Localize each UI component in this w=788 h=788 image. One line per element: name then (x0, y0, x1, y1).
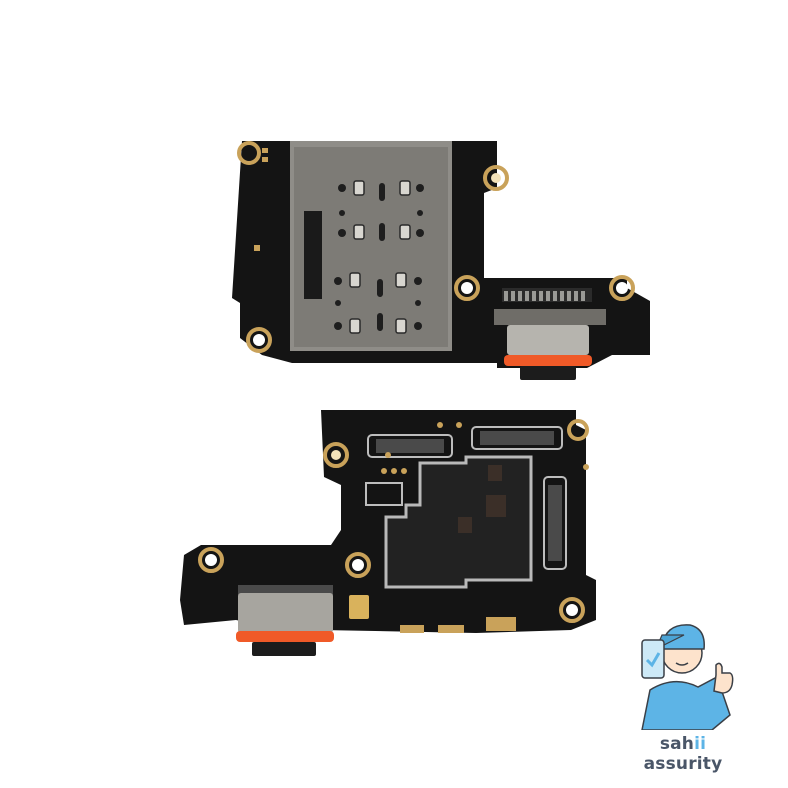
brand-name: sahii assurity (618, 734, 748, 774)
sahii-assurity-logo (612, 605, 752, 765)
brand-name-part2: assurity (643, 754, 723, 774)
board-to-board-connectors (365, 426, 567, 570)
brand-name-highlight: ii (694, 734, 707, 754)
usb-c-port-top (494, 288, 606, 380)
usb-c-port-bottom (236, 585, 334, 656)
mascot-icon (641, 624, 734, 730)
bottom-board-back-view (176, 405, 601, 670)
top-board-front-view (232, 133, 657, 388)
microphone (349, 595, 369, 619)
brand-name-part1: sah (659, 734, 695, 754)
